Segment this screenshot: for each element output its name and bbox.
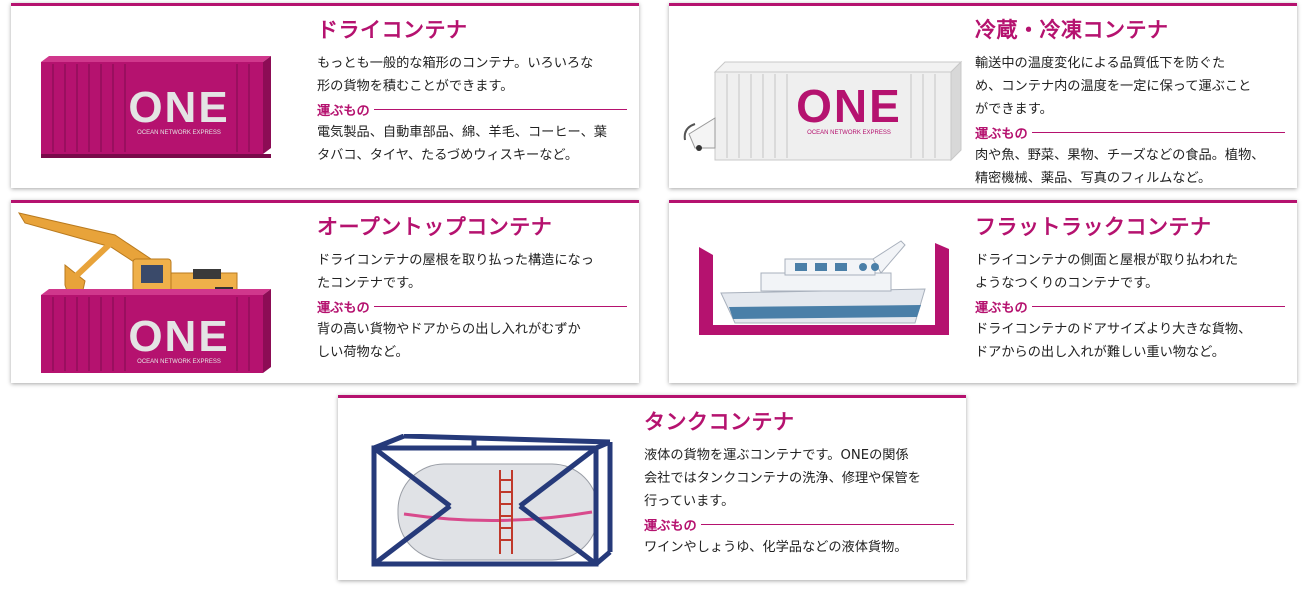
divider xyxy=(1031,132,1285,133)
description-line: 行っています。 xyxy=(644,494,735,509)
card-reefer-container: ONE OCEAN NETWORK EXPRESS 冷蔵・冷凍コンテナ 輸送中の… xyxy=(669,3,1297,188)
cargo-section-header: 運ぶもの xyxy=(975,295,1285,318)
reefer-container-illustration: ONE OCEAN NETWORK EXPRESS xyxy=(675,56,965,170)
description-line: 液体の貨物を運ぶコンテナです。ONEの関係 xyxy=(644,448,909,463)
ladder-icon xyxy=(499,470,513,554)
dry-container-illustration: ONE OCEAN NETWORK EXPRESS xyxy=(31,54,296,168)
cargo-line: 背の高い貨物やドアからの出し入れがむずか xyxy=(317,322,581,337)
cargo-section-header: 運ぶもの xyxy=(644,513,954,536)
cargo-section-label: 運ぶもの xyxy=(317,301,370,316)
cargo-section-header: 運ぶもの xyxy=(317,98,627,121)
tank-frame xyxy=(371,433,613,567)
card-open-top-container: ONE OCEAN NETWORK EXPRESS オープントップコンテナ ドラ… xyxy=(11,200,639,383)
cargo-section-label: 運ぶもの xyxy=(644,519,697,534)
divider xyxy=(373,306,627,307)
description-line: 会社ではタンクコンテナの洗浄、修理や保管を xyxy=(644,471,921,486)
refrigeration-unit xyxy=(683,117,716,151)
card-title: タンクコンテナ xyxy=(644,410,795,434)
flat-rack-container-illustration xyxy=(695,233,957,347)
cargo-section-label: 運ぶもの xyxy=(975,127,1028,142)
cargo-section-header: 運ぶもの xyxy=(317,295,627,318)
description-line: ドライコンテナの屋根を取り払った構造になっ xyxy=(317,253,594,268)
description-line: たコンテナです。 xyxy=(317,276,422,291)
cargo-line: タバコ、タイヤ、たるづめウィスキーなど。 xyxy=(317,148,579,163)
description-line: ドライコンテナの側面と屋根が取り払われた xyxy=(975,253,1239,268)
cargo-line: 肉や魚、野菜、果物、チーズなどの食品。植物、 xyxy=(975,148,1265,163)
cargo-section-label: 運ぶもの xyxy=(317,104,370,119)
cargo-line: しい荷物など。 xyxy=(317,345,409,360)
one-logo: ONE xyxy=(128,83,229,132)
one-logo: ONE xyxy=(128,312,229,361)
divider xyxy=(373,109,627,110)
cargo-line: 電気製品、自動車部品、綿、羊毛、コーヒー、葉 xyxy=(317,125,607,140)
tank-container-illustration xyxy=(364,433,614,578)
description-line: もっとも一般的な箱形のコンテナ。いろいろな xyxy=(317,56,594,71)
one-logo-subtext: OCEAN NETWORK EXPRESS xyxy=(137,359,221,365)
description-line: ができます。 xyxy=(975,102,1053,117)
description-line: ようなつくりのコンテナです。 xyxy=(975,276,1159,291)
cargo-line: ドライコンテナのドアサイズより大きな貨物、 xyxy=(975,322,1252,337)
cargo-section-header: 運ぶもの xyxy=(975,121,1285,144)
open-top-container-illustration: ONE OCEAN NETWORK EXPRESS xyxy=(15,207,295,383)
card-title: オープントップコンテナ xyxy=(317,215,553,239)
one-logo-subtext: OCEAN NETWORK EXPRESS xyxy=(137,130,221,136)
one-logo-subtext: OCEAN NETWORK EXPRESS xyxy=(807,130,891,136)
divider xyxy=(1031,306,1285,307)
cargo-line: ワインやしょうゆ、化学品などの液体貨物。 xyxy=(644,540,908,555)
description-line: 輸送中の温度変化による品質低下を防ぐた xyxy=(975,56,1226,71)
description-line: 形の貨物を積むことができます。 xyxy=(317,79,514,94)
divider xyxy=(700,524,954,525)
card-title: 冷蔵・冷凍コンテナ xyxy=(975,18,1169,42)
cargo-section-label: 運ぶもの xyxy=(975,301,1028,316)
card-flat-rack-container: フラットラックコンテナ ドライコンテナの側面と屋根が取り払われた ようなつくりの… xyxy=(669,200,1297,383)
card-tank-container: タンクコンテナ 液体の貨物を運ぶコンテナです。ONEの関係 会社ではタンクコンテ… xyxy=(338,395,966,580)
card-title: ドライコンテナ xyxy=(317,18,468,42)
ship-icon xyxy=(720,240,926,324)
cargo-line: 精密機械、薬品、写真のフィルムなど。 xyxy=(975,171,1212,186)
description-line: め、コンテナ内の温度を一定に保って運ぶこと xyxy=(975,79,1252,94)
one-logo: ONE xyxy=(796,80,902,132)
cargo-line: ドアからの出し入れが難しい重い物など。 xyxy=(975,345,1225,360)
card-title: フラットラックコンテナ xyxy=(975,215,1212,239)
card-dry-container: ONE OCEAN NETWORK EXPRESS ドライコンテナ もっとも一般… xyxy=(11,3,639,188)
